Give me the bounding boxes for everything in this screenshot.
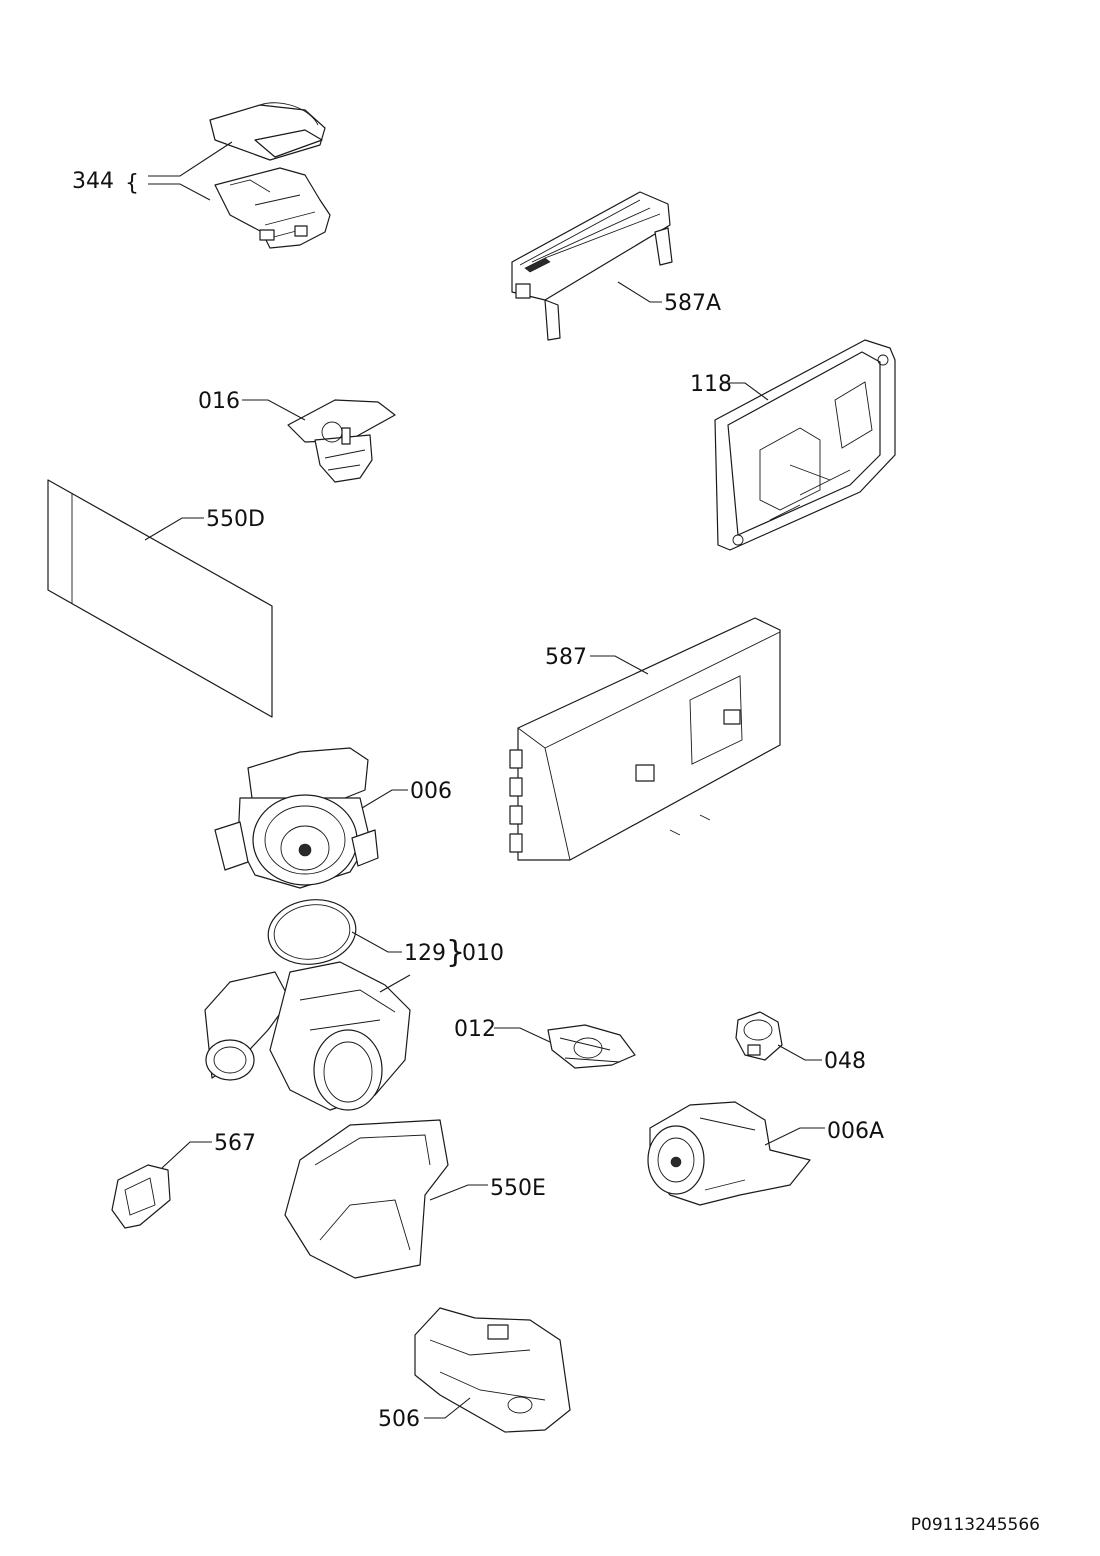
part-118-dispenser <box>714 339 896 551</box>
label-567: 567 <box>214 1131 256 1156</box>
part-587A-display-cover <box>511 191 673 341</box>
leader-006A <box>764 1127 825 1146</box>
part-016-switch <box>287 399 396 483</box>
label-587A: 587A <box>664 291 721 316</box>
label-118: 118 <box>690 372 732 397</box>
part-506-base-unit <box>414 1307 571 1433</box>
leader-344-upper <box>148 141 233 177</box>
leader-012 <box>494 1027 551 1043</box>
label-506: 506 <box>378 1407 420 1432</box>
leader-118 <box>724 382 769 401</box>
part-129-seal-ring <box>267 899 357 965</box>
brace-344: { <box>125 171 139 196</box>
label-587: 587 <box>545 645 587 670</box>
part-344-assembly <box>209 102 331 249</box>
leader-587 <box>590 655 649 675</box>
label-006: 006 <box>410 779 452 804</box>
part-012-pressure-switch <box>547 1024 636 1069</box>
label-550E: 550E <box>490 1176 546 1201</box>
label-129: 129 <box>404 941 446 966</box>
leader-567 <box>161 1141 212 1169</box>
part-048-sensor <box>735 1011 783 1061</box>
leader-550D <box>144 517 204 541</box>
leader-129 <box>351 931 402 953</box>
part-587-electronic-module <box>509 617 781 861</box>
leader-587A <box>617 281 662 303</box>
part-550E-insulation-cover <box>284 1119 449 1279</box>
leader-550E <box>429 1184 488 1201</box>
label-006A: 006A <box>827 1119 884 1144</box>
part-567-clip <box>111 1164 171 1229</box>
reference-number: P09113245566 <box>911 1515 1040 1535</box>
part-550D-label-sheet <box>47 479 273 718</box>
label-016: 016 <box>198 389 240 414</box>
label-048: 048 <box>824 1049 866 1074</box>
part-010-pump-housing <box>204 961 411 1111</box>
leader-506 <box>424 1397 471 1419</box>
leader-016 <box>242 399 306 421</box>
part-006A-drain-pump <box>647 1101 811 1206</box>
label-550D: 550D <box>206 507 265 532</box>
brace-010: } <box>446 935 465 970</box>
leader-006 <box>361 789 408 809</box>
label-010: 010 <box>462 941 504 966</box>
leader-048 <box>777 1044 822 1061</box>
label-012: 012 <box>454 1017 496 1042</box>
part-006-circulation-pump <box>214 747 379 889</box>
leader-344-lower <box>148 183 211 201</box>
label-344: 344 <box>72 169 114 194</box>
